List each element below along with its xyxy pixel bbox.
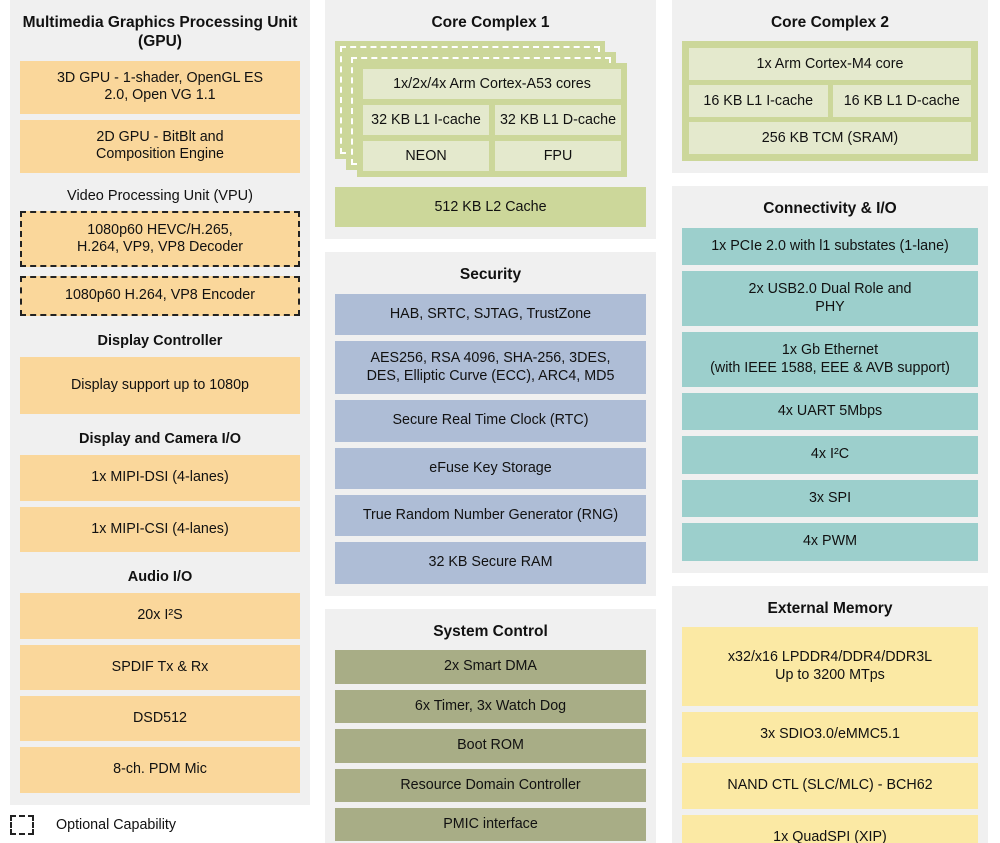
card-video-encoder: 1080p60 H.264, VP8 Encoder	[20, 276, 300, 316]
card-pcie: 1x PCIe 2.0 with l1 substates (1-lane)	[682, 227, 978, 266]
card-video-decoder: 1080p60 HEVC/H.265, H.264, VP9, VP8 Deco…	[20, 210, 300, 268]
card-quadspi: 1x QuadSPI (XIP)	[682, 814, 978, 843]
card-mipi-dsi: 1x MIPI-DSI (4-lanes)	[20, 455, 300, 501]
card-boot-rom: Boot ROM	[335, 729, 646, 763]
card-gb-ethernet: 1x Gb Ethernet (with IEEE 1588, EEE & AV…	[682, 332, 978, 387]
panel-title-multimedia: Multimedia Graphics Processing Unit (GPU…	[22, 14, 298, 51]
panel-core-complex-2: Core Complex 2 1x Arm Cortex-M4 core 16 …	[672, 0, 988, 174]
card-uart: 4x UART 5Mbps	[682, 392, 978, 431]
cell-cortex-m4: 1x Arm Cortex-M4 core	[689, 48, 971, 81]
card-lpddr4: x32/x16 LPDDR4/DDR4/DDR3L Up to 3200 MTp…	[682, 627, 978, 706]
panel-title-external-memory: External Memory	[767, 599, 893, 617]
panel-security: Security HAB, SRTC, SJTAG, TrustZone AES…	[325, 252, 656, 596]
card-usb2: 2x USB2.0 Dual Role and PHY	[682, 271, 978, 327]
cell-neon: NEON	[363, 141, 489, 172]
card-resource-domain-controller: Resource Domain Controller	[335, 768, 646, 802]
panel-title-connectivity: Connectivity & I/O	[763, 200, 897, 218]
panel-title-core-complex-1: Core Complex 1	[431, 14, 550, 31]
subtitle-display-camera-io: Display and Camera I/O	[79, 431, 241, 448]
card-crypto-algorithms: AES256, RSA 4096, SHA-256, 3DES, DES, El…	[335, 341, 646, 395]
panel-external-memory: External Memory x32/x16 LPDDR4/DDR4/DDR3…	[672, 585, 988, 843]
core-complex-2-frame: 1x Arm Cortex-M4 core 16 KB L1 I-cache 1…	[682, 41, 978, 162]
card-secure-rtc: Secure Real Time Clock (RTC)	[335, 400, 646, 442]
core-stack-card-front: 1x/2x/4x Arm Cortex-A53 cores 32 KB L1 I…	[357, 63, 627, 178]
card-spdif: SPDIF Tx & Rx	[20, 644, 300, 690]
column-right: Core Complex 2 1x Arm Cortex-M4 core 16 …	[672, 0, 988, 843]
subtitle-audio-io: Audio I/O	[127, 569, 193, 586]
card-pmic-interface: PMIC interface	[335, 807, 646, 842]
card-i2s: 20x I²S	[20, 593, 300, 639]
card-sdio-emmc: 3x SDIO3.0/eMMC5.1	[682, 711, 978, 758]
card-dsd512: DSD512	[20, 696, 300, 742]
panel-title-security: Security	[459, 266, 522, 284]
card-nand-ctl: NAND CTL (SLC/MLC) - BCH62	[682, 763, 978, 809]
cell-l1-dcache: 32 KB L1 D-cache	[495, 105, 621, 136]
panel-core-complex-1: Core Complex 1 1x/2x/4x Arm Cortex-A53 c…	[325, 0, 656, 240]
cell-tcm-sram: 256 KB TCM (SRAM)	[689, 122, 971, 155]
card-spi: 3x SPI	[682, 479, 978, 518]
legend-label: Optional Capability	[56, 817, 177, 833]
card-pwm: 4x PWM	[682, 523, 978, 561]
card-3d-gpu: 3D GPU - 1-shader, OpenGL ES 2.0, Open V…	[20, 60, 300, 114]
card-secure-ram: 32 KB Secure RAM	[335, 542, 646, 584]
cell-fpu: FPU	[495, 141, 621, 172]
column-left: Multimedia Graphics Processing Unit (GPU…	[10, 0, 310, 818]
card-trng: True Random Number Generator (RNG)	[335, 494, 646, 537]
card-efuse-key-storage: eFuse Key Storage	[335, 447, 646, 489]
card-display-support: Display support up to 1080p	[20, 356, 300, 415]
subtitle-display-controller: Display Controller	[97, 332, 223, 349]
column-middle: Core Complex 1 1x/2x/4x Arm Cortex-A53 c…	[325, 0, 656, 843]
cell-m4-l1-icache: 16 KB L1 I-cache	[689, 85, 828, 118]
cell-m4-l1-dcache: 16 KB L1 D-cache	[832, 85, 971, 118]
card-hab-srtc: HAB, SRTC, SJTAG, TrustZone	[335, 293, 646, 336]
card-i2c: 4x I²C	[682, 436, 978, 474]
panel-connectivity: Connectivity & I/O 1x PCIe 2.0 with l1 s…	[672, 186, 988, 573]
subtitle-vpu: Video Processing Unit (VPU)	[67, 187, 253, 204]
panel-title-system-control: System Control	[433, 622, 548, 640]
panel-multimedia: Multimedia Graphics Processing Unit (GPU…	[10, 0, 310, 805]
card-smart-dma: 2x Smart DMA	[335, 650, 646, 684]
card-timer-watchdog: 6x Timer, 3x Watch Dog	[335, 689, 646, 724]
core-complex-1-stack: 1x/2x/4x Arm Cortex-A53 cores 32 KB L1 I…	[335, 41, 646, 178]
cell-l1-icache: 32 KB L1 I-cache	[363, 105, 489, 136]
panel-title-core-complex-2: Core Complex 2	[770, 14, 889, 31]
card-pdm-mic: 8-ch. PDM Mic	[20, 747, 300, 793]
legend: Optional Capability	[10, 815, 176, 835]
dashed-square-icon	[10, 815, 34, 835]
card-mipi-csi: 1x MIPI-CSI (4-lanes)	[20, 506, 300, 553]
cell-a53-cores: 1x/2x/4x Arm Cortex-A53 cores	[363, 69, 621, 100]
card-2d-gpu: 2D GPU - BitBlt and Composition Engine	[20, 119, 300, 173]
panel-system-control: System Control 2x Smart DMA 6x Timer, 3x…	[325, 608, 656, 843]
card-l2-cache: 512 KB L2 Cache	[335, 187, 646, 228]
